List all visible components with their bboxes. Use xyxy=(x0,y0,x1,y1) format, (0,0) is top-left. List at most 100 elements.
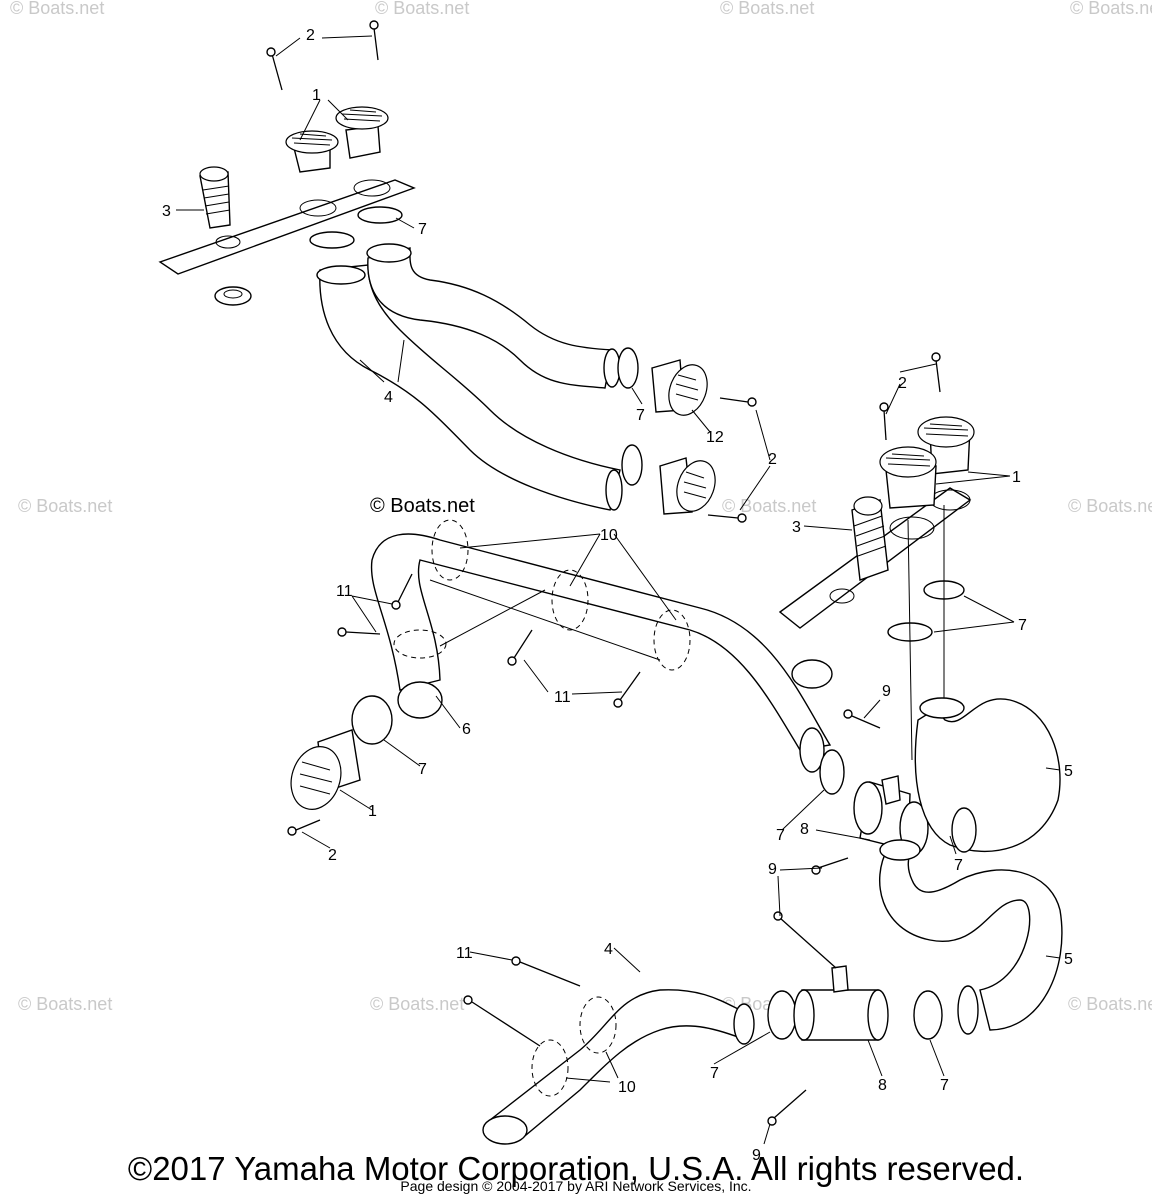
screw xyxy=(397,573,413,603)
hose-bottom xyxy=(488,989,747,1141)
screw-head xyxy=(747,397,757,407)
hose-clamp xyxy=(351,695,393,745)
hose-end xyxy=(733,1003,755,1045)
grommet xyxy=(791,659,833,689)
screw xyxy=(773,1089,807,1119)
hose-end xyxy=(799,727,825,773)
callout-7: 7 xyxy=(710,1065,719,1082)
watermark-dark: © Boats.net xyxy=(370,495,475,517)
copyright-notice: ©2017 Yamaha Motor Corporation, U.S.A. A… xyxy=(127,1150,1025,1187)
hose-double-top-upper xyxy=(367,247,613,389)
callout-1: 1 xyxy=(312,87,321,104)
callout-7: 7 xyxy=(954,857,963,874)
hose-clamp xyxy=(819,749,845,795)
joint-pipe-end xyxy=(793,989,815,1041)
hose-long-middle xyxy=(370,533,832,751)
watermark: © Boats.net xyxy=(722,496,816,516)
callout-8: 8 xyxy=(878,1077,887,1094)
watermark: © Boats.net xyxy=(18,496,112,516)
watermark: © Boats.net xyxy=(1068,496,1152,516)
hose-clamp xyxy=(767,990,797,1040)
callout-2: 2 xyxy=(898,375,907,392)
plate-hole xyxy=(299,199,337,217)
callout-1: 1 xyxy=(368,803,377,820)
callout-2: 2 xyxy=(306,27,315,44)
callout-11: 11 xyxy=(456,945,473,962)
clip-dashed xyxy=(393,629,447,659)
hose-end xyxy=(605,469,623,511)
screw xyxy=(519,961,581,987)
hose-clamp xyxy=(357,206,403,224)
joint-pipe-end xyxy=(867,989,889,1041)
screw-head xyxy=(369,20,379,30)
hull-outlet-a xyxy=(651,359,708,416)
callout-8: 8 xyxy=(800,821,809,838)
screw-head xyxy=(337,627,347,637)
guide-line xyxy=(907,505,945,761)
screw-head xyxy=(737,513,747,523)
callout-12: 12 xyxy=(706,429,724,446)
screw-head xyxy=(507,656,517,666)
callout-11: 11 xyxy=(336,583,353,600)
clip-dashed xyxy=(531,1039,569,1097)
grommet-hole xyxy=(223,289,243,299)
screw xyxy=(719,397,749,403)
screw-head xyxy=(931,352,941,362)
screw-head xyxy=(266,47,276,57)
callout-9: 9 xyxy=(768,861,777,878)
guide-line xyxy=(429,579,661,661)
callout-11: 11 xyxy=(554,689,571,706)
watermark-group: © Boats.net © Boats.net © Boats.net © Bo… xyxy=(10,0,1152,1014)
hose-end xyxy=(482,1115,528,1145)
watermark: © Boats.net xyxy=(1070,0,1152,18)
screw-top-right xyxy=(373,27,379,61)
callout-7: 7 xyxy=(418,221,427,238)
callout-3: 3 xyxy=(162,203,171,220)
watermark: © Boats.net xyxy=(10,0,104,18)
callout-7: 7 xyxy=(940,1077,949,1094)
hose-end xyxy=(951,807,977,853)
callout-2: 2 xyxy=(768,451,777,468)
watermark: © Boats.net xyxy=(1068,994,1152,1014)
hose-u-lower xyxy=(879,847,1063,1031)
screw-head xyxy=(879,402,889,412)
plate-hole xyxy=(889,516,935,540)
screw xyxy=(817,857,849,869)
screw xyxy=(513,629,533,659)
screw xyxy=(707,514,739,519)
callout-3: 3 xyxy=(792,519,801,536)
screw xyxy=(471,1001,541,1047)
hose-clamp xyxy=(913,990,943,1040)
screw-head xyxy=(773,911,783,921)
callout-labels: 2 1 3 7 4 7 12 2 2 1 3 7 10 11 11 6 7 1 … xyxy=(162,27,1073,1164)
vent-connector-top-left xyxy=(199,166,231,229)
callout-1: 1 xyxy=(1012,469,1021,486)
callout-7: 7 xyxy=(418,761,427,778)
screw xyxy=(851,715,881,729)
callout-5: 5 xyxy=(1064,951,1073,968)
clip-dashed xyxy=(579,996,617,1054)
screw xyxy=(619,671,641,701)
hose-clamp xyxy=(309,231,355,249)
leader-lines xyxy=(176,35,1061,1145)
joint-pipe-end xyxy=(853,781,883,835)
hull-outlet-left xyxy=(290,729,361,810)
clip-dashed xyxy=(653,609,691,671)
callout-10: 10 xyxy=(618,1079,636,1096)
callout-6: 6 xyxy=(462,721,471,738)
callout-7: 7 xyxy=(636,407,645,424)
hose-end xyxy=(879,839,921,861)
hose-end xyxy=(919,697,965,719)
screw-head xyxy=(811,865,821,875)
callout-9: 9 xyxy=(882,683,891,700)
screw-head xyxy=(463,995,473,1005)
vent-grill-top-b xyxy=(335,106,389,159)
watermark: © Boats.net xyxy=(370,994,464,1014)
screw xyxy=(883,409,887,441)
screw-head xyxy=(843,709,853,719)
callout-2: 2 xyxy=(328,847,337,864)
hose-end xyxy=(957,985,979,1035)
grommet xyxy=(214,286,252,306)
hose-end xyxy=(397,681,443,719)
hose-end xyxy=(316,265,366,285)
